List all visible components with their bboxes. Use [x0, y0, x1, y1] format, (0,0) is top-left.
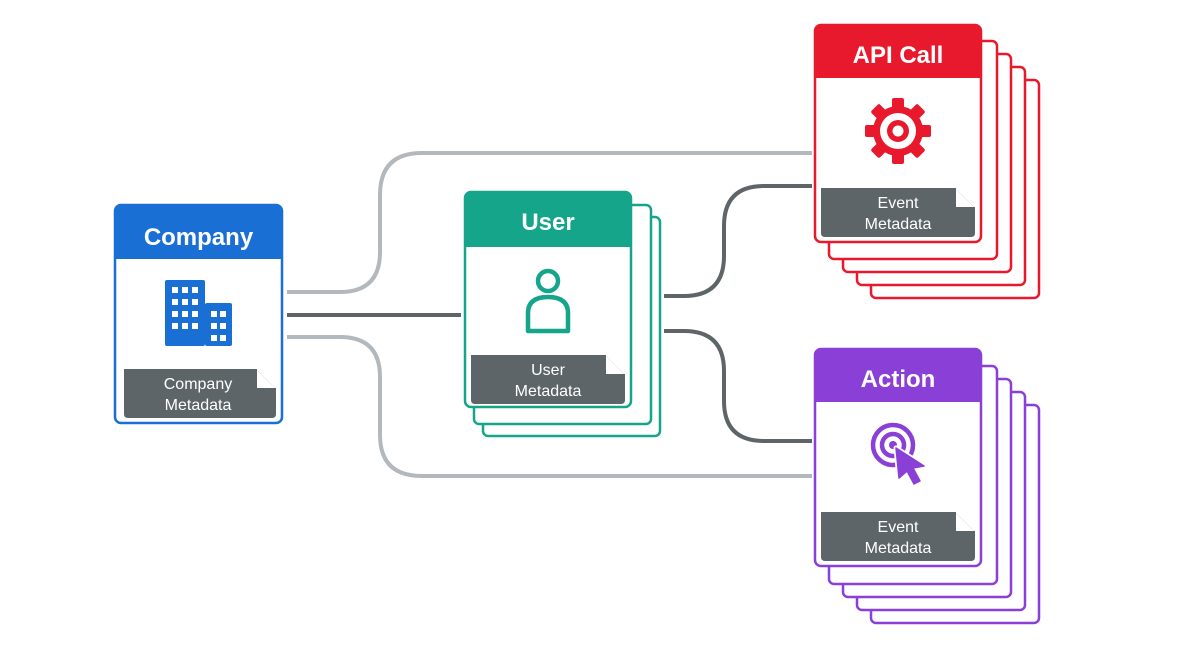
connector-user-to-api-call — [664, 184, 812, 298]
company-card: Company Company Metadata — [113, 203, 284, 425]
api-call-title: API Call — [853, 42, 944, 69]
company-metadata-line1: Company — [164, 376, 232, 393]
user-card-stack: User User Metadata — [463, 190, 662, 438]
connectors — [287, 151, 812, 478]
connector-user-to-action — [664, 329, 812, 443]
person-icon — [525, 268, 571, 334]
connector-company-to-api-call — [287, 151, 812, 294]
user-title: User — [521, 209, 574, 236]
company-title: Company — [144, 224, 254, 251]
gear-icon — [865, 98, 931, 164]
user-metadata-line2: Metadata — [515, 383, 582, 400]
api-call-metadata-tag: Event Metadata — [821, 188, 975, 237]
action-metadata-line1: Event — [878, 519, 919, 536]
api-call-metadata-line1: Event — [878, 195, 919, 212]
action-metadata-line2: Metadata — [865, 540, 932, 557]
building-icon — [165, 280, 232, 346]
company-metadata-tag: Company Metadata — [124, 369, 276, 418]
user-metadata-tag: User Metadata — [471, 355, 625, 404]
user-metadata-line1: User — [531, 362, 565, 379]
api-call-card-stack: API Call Event Metadata — [813, 23, 1041, 300]
company-metadata-line2: Metadata — [165, 397, 232, 414]
connector-company-to-action — [287, 335, 812, 478]
api-call-metadata-line2: Metadata — [865, 216, 932, 233]
action-title: Action — [861, 366, 936, 393]
action-card-stack: Action Event Metadata — [813, 347, 1041, 625]
target-cursor-icon — [870, 422, 927, 487]
action-metadata-tag: Event Metadata — [821, 512, 975, 561]
